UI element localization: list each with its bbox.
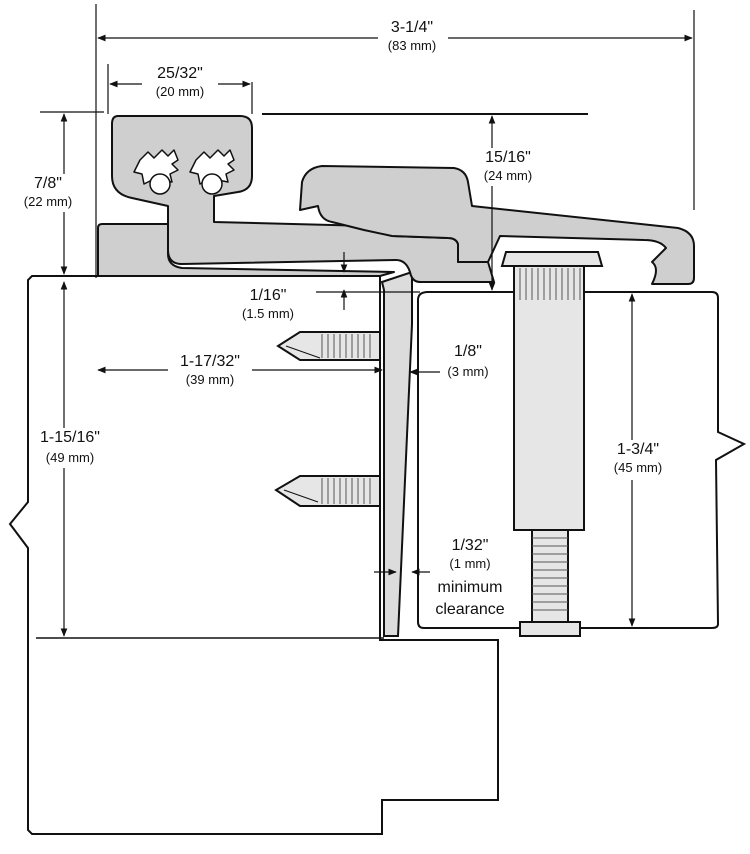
door-frame [380,270,413,637]
clearance-note-line2: clearance [435,601,504,618]
lip-height-value: 15/16" [485,149,531,166]
frame-depth-metric: (49 mm) [46,450,94,465]
gap-top-metric: (1.5 mm) [242,306,294,321]
clearance-note-line1: minimum [438,579,503,596]
rail-width-metric: (20 mm) [156,84,204,99]
frame-depth-value: 1-15/16" [40,429,100,446]
wall-screw-upper [276,331,381,361]
clearance-metric: (1 mm) [449,556,490,571]
dimension-labels: 3-1/4" (83 mm) 25/32" (20 mm) 7/8" (22 m… [14,18,674,618]
clearance-value: 1/32" [452,537,489,554]
door-thickness-metric: (45 mm) [614,460,662,475]
overall-width-metric: (83 mm) [388,38,436,53]
rail-width-value: 25/32" [157,65,203,82]
lip-height-metric: (24 mm) [484,168,532,183]
door-thickness-value: 1-3/4" [617,441,659,458]
frame-thickness-value: 1/8" [454,343,482,360]
rail-height-metric: (22 mm) [24,194,72,209]
hinge-profile [97,115,695,285]
pivot-screw [500,251,604,637]
frame-inset-value: 1-17/32" [180,353,240,370]
wall-jamb [8,275,499,835]
rail-height-value: 7/8" [34,175,62,192]
frame-inset-metric: (39 mm) [186,372,234,387]
gap-top-value: 1/16" [250,287,287,304]
frame-thickness-metric: (3 mm) [447,364,488,379]
overall-width-value: 3-1/4" [391,19,433,36]
wall-screw-lower [274,475,381,507]
